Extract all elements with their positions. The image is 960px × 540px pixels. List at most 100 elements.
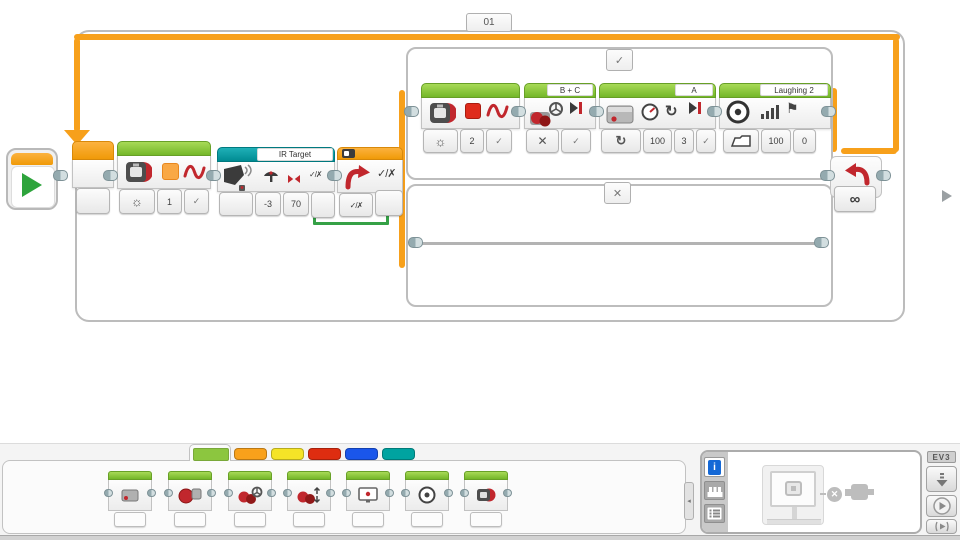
download-button[interactable]: [926, 466, 957, 492]
palette-block-move-tank[interactable]: [283, 471, 335, 528]
block-title-tab[interactable]: IR Target: [257, 148, 333, 161]
power-gauge-icon: [641, 103, 659, 126]
palette-tab-yellow[interactable]: [271, 448, 304, 460]
logic-glyph: ✓/✗: [349, 200, 364, 210]
medium-motor-icon: [604, 99, 636, 132]
switch-block-header[interactable]: ✓/✗ ✓/✗: [337, 147, 403, 218]
sequence-plug: [589, 106, 604, 117]
disconnected-x-icon: ✕: [827, 487, 842, 502]
proximity-value-tab[interactable]: 70: [283, 192, 309, 216]
infinity-glyph: ∞: [849, 190, 861, 208]
available-bricks-tab[interactable]: [704, 504, 725, 523]
sound-file-tab[interactable]: Laughing 2: [760, 84, 828, 96]
ev3-brick-illustration: [762, 465, 824, 525]
palette-block-medium-motor[interactable]: [104, 471, 156, 528]
color-value: 1: [166, 196, 172, 207]
ports-tab[interactable]: A: [675, 84, 713, 96]
heading-value-tab[interactable]: -3: [255, 192, 281, 216]
medium-motor-block[interactable]: A ↻ ↻ 100 3 ✓: [599, 83, 716, 155]
loop-label: 01: [483, 17, 495, 28]
mode-tab[interactable]: ↻: [601, 129, 641, 153]
palette-block-move-steering[interactable]: [224, 471, 276, 528]
volume-value-tab[interactable]: 100: [761, 129, 791, 153]
start-block[interactable]: [6, 148, 58, 210]
true-brick-status-light-block[interactable]: ☼ 2 ✓: [421, 83, 520, 155]
logic-input-value-tab[interactable]: [375, 190, 403, 216]
run-selected-icon: [934, 521, 949, 532]
file-browse-tab[interactable]: [723, 129, 759, 153]
palette-block-sound[interactable]: [401, 471, 453, 528]
color-value: 2: [469, 136, 475, 146]
sound-block[interactable]: Laughing 2 ⚑ 100 0: [719, 83, 831, 155]
move-steering-block[interactable]: B + C ✕ ✓: [524, 83, 596, 155]
palette-block-brick-status-light[interactable]: [460, 471, 512, 528]
run-selected-button[interactable]: [926, 519, 957, 534]
sequence-plug: [408, 237, 423, 248]
loop-wire-top: [74, 34, 900, 40]
download-run-button[interactable]: [926, 495, 957, 517]
color-value-tab[interactable]: 2: [460, 129, 484, 153]
start-block-header: [11, 153, 53, 165]
palette-tab-green-selected[interactable]: [189, 444, 231, 461]
palette-block-display[interactable]: [342, 471, 394, 528]
loop-wire-right: [893, 38, 899, 152]
rotations-value-tab[interactable]: 3: [674, 129, 694, 153]
loop-start-tab[interactable]: [76, 188, 110, 214]
canvas-right-arrow[interactable]: [942, 190, 952, 202]
mode-tab[interactable]: ☼: [119, 189, 155, 214]
brake-value-tab[interactable]: ✓: [696, 129, 716, 153]
brick-status-light-block-1[interactable]: ☼ 1 ✓: [117, 141, 211, 216]
play-type-value-tab[interactable]: 0: [793, 129, 816, 153]
brick-name: EV3: [932, 452, 951, 462]
hardware-panel-collapse-handle[interactable]: ◂: [684, 482, 694, 520]
mode-tab[interactable]: ☼: [423, 129, 458, 153]
switch-false-case[interactable]: [406, 184, 833, 307]
palette-tab-orange[interactable]: [234, 448, 267, 460]
power-value-tab[interactable]: 100: [643, 129, 672, 153]
flat-view-toggle-icon[interactable]: [342, 149, 355, 158]
play-icon: [932, 497, 951, 515]
true-case-tab[interactable]: ✓: [606, 49, 633, 71]
port-view-icon: [707, 486, 722, 497]
ports-tab[interactable]: B + C: [547, 84, 593, 96]
palette-block-large-motor[interactable]: [164, 471, 216, 528]
sequence-plug: [814, 237, 829, 248]
sun-icon: ☼: [131, 194, 143, 209]
volume-value: 100: [768, 136, 784, 146]
power-value: 100: [649, 136, 666, 146]
false-case-tab[interactable]: ✕: [604, 182, 631, 204]
flag-icon: ⚑: [786, 100, 799, 116]
sequence-plug: [511, 106, 526, 117]
logic-mode-icon: ✓/✗: [377, 168, 396, 180]
palette-tab-blue[interactable]: [345, 448, 378, 460]
sound-icon: [418, 486, 436, 504]
palette-tab-teal[interactable]: [382, 448, 415, 460]
port-view-tab[interactable]: [704, 481, 725, 500]
sequence-plug: [404, 106, 419, 117]
logic-output-tab[interactable]: [311, 192, 335, 218]
infrared-sensor-block[interactable]: IR Target ✓/✗ -3 70: [217, 147, 335, 218]
loop-label-tab[interactable]: 01: [466, 13, 512, 32]
speaker-icon: [725, 99, 752, 130]
brick-info-tab[interactable]: i: [704, 457, 725, 477]
mode-tab[interactable]: ✕: [526, 129, 559, 153]
loop-start-header[interactable]: [72, 141, 114, 160]
loop-mode-tab[interactable]: ∞: [834, 186, 876, 212]
palette-tab-red[interactable]: [308, 448, 341, 460]
move-steering-icon: [528, 100, 566, 133]
ports-label: A: [691, 85, 697, 95]
mode-tab[interactable]: [219, 192, 253, 216]
switch-icon: [343, 163, 371, 195]
brick-base: [767, 519, 821, 524]
pulse-value-tab[interactable]: ✓: [486, 129, 512, 153]
brake-value-tab[interactable]: ✓: [561, 129, 591, 153]
block-title: IR Target: [278, 150, 312, 159]
usb-plug-icon: [845, 483, 875, 501]
logic-input-mode-tab[interactable]: ✓/✗: [339, 193, 373, 217]
rotations-mode-glyph: ↻: [615, 133, 627, 148]
check-glyph: ✓: [495, 135, 503, 146]
ir-sensor-icon: [222, 163, 254, 196]
color-value-tab[interactable]: 1: [157, 189, 182, 214]
pulse-value-tab[interactable]: ✓: [184, 189, 209, 214]
